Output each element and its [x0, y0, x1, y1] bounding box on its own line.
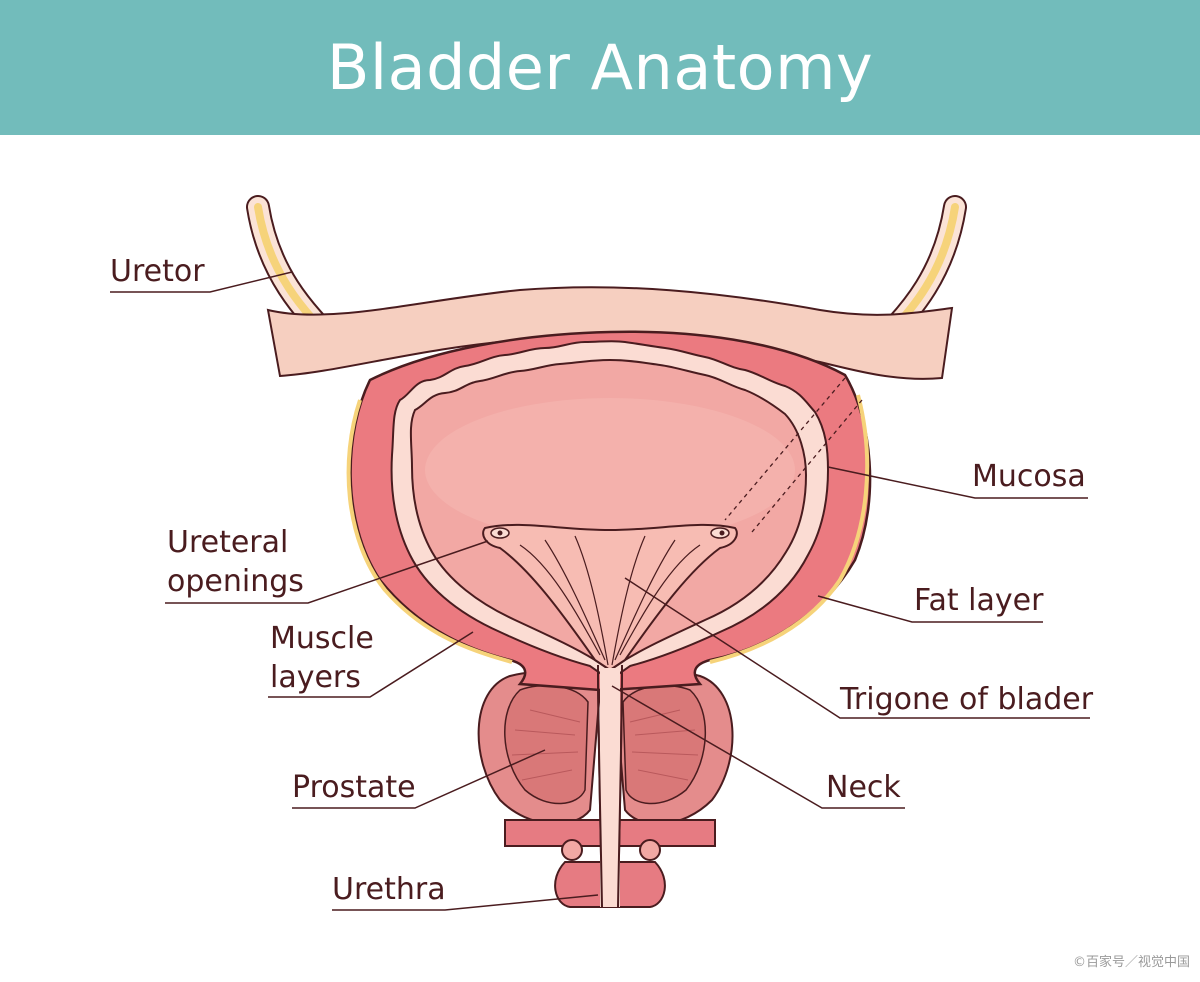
label-ureteral-openings-line1: Ureteral — [167, 525, 289, 560]
trigone-shape — [482, 523, 738, 672]
label-prostate: Prostate — [292, 770, 416, 805]
label-muscle-layers-line1: Muscle — [270, 621, 374, 656]
prostate-gland — [477, 670, 734, 825]
label-trigone: Trigone of blader — [840, 682, 1094, 717]
leader-lines — [110, 271, 1090, 911]
watermark-text: ©百家号／视觉中国 — [1072, 955, 1190, 970]
label-muscle-layers-line2: layers — [270, 660, 361, 695]
title-banner: Bladder Anatomy — [0, 0, 1200, 135]
label-fat-layer: Fat layer — [914, 583, 1044, 618]
lumen-highlight — [425, 398, 795, 542]
label-neck: Neck — [826, 770, 901, 805]
label-uretor: Uretor — [110, 254, 205, 289]
page-title: Bladder Anatomy — [326, 31, 874, 104]
label-urethra: Urethra — [332, 872, 446, 907]
urethra-tube — [597, 664, 623, 908]
bulbourethral-glands — [561, 839, 661, 861]
label-mucosa: Mucosa — [972, 459, 1086, 494]
label-ureteral-openings-line2: openings — [167, 564, 304, 599]
fat-layer-line — [346, 399, 513, 664]
ureter-dashed-path — [724, 377, 863, 533]
